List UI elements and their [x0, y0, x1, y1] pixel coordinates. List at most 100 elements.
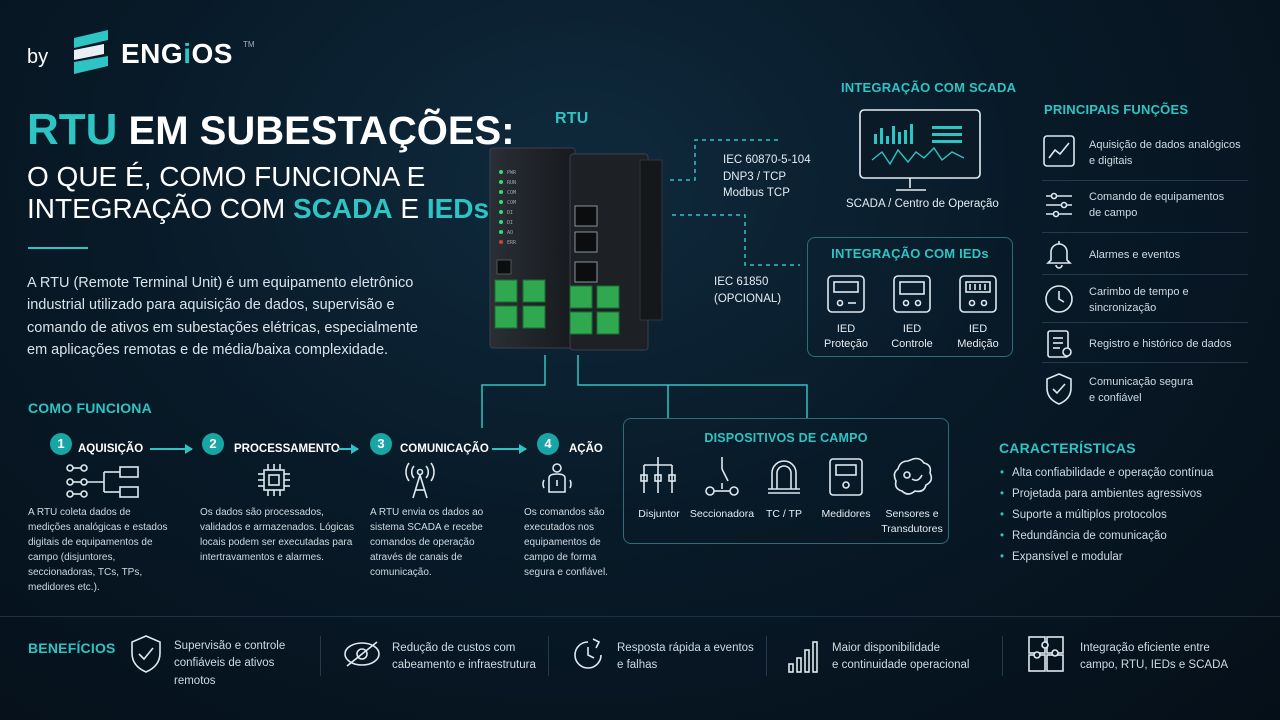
document-log-icon [1047, 330, 1072, 358]
benefits-header: BENEFÍCIOS [28, 640, 116, 656]
function-divider [1042, 180, 1248, 181]
step-4-desc: Os comandos são executados nos equipamen… [524, 507, 608, 578]
field-disconnector-label: Seccionadora [689, 508, 755, 520]
field-meter-label: Medidores [821, 508, 871, 520]
scada-protocols: IEC 60870-5-104 DNP3 / TCP Modbus TCP [723, 154, 811, 200]
benefit-divider [548, 636, 549, 676]
step-1-badge: 1 [50, 433, 72, 455]
svg-text:RUN: RUN [507, 180, 516, 186]
features-header: CARACTERÍSTICAS [999, 440, 1136, 456]
svg-text:COM: COM [507, 200, 516, 206]
puzzle-integration-icon [1028, 636, 1064, 672]
step-arrow-1 [150, 444, 193, 454]
by-label: by [27, 46, 49, 68]
meter-icon [829, 458, 863, 496]
field-breaker-label: Disjuntor [638, 508, 680, 520]
benefit-divider [766, 636, 767, 676]
step-arrow-3 [492, 444, 527, 454]
step-4-badge: 4 [537, 433, 559, 455]
brand-name: ENGiOS [121, 38, 233, 69]
actuator-icon [542, 463, 572, 493]
svg-text:PWR: PWR [507, 170, 517, 176]
availability-bars-icon [788, 641, 818, 673]
brand-tm: TM [243, 40, 255, 49]
function-divider [1042, 362, 1248, 363]
step-3-desc: A RTU envia os dados ao sistema SCADA e … [370, 507, 484, 578]
svg-text:ERR: ERR [507, 240, 517, 246]
benefits-top-divider [0, 616, 1280, 617]
function-item-5: Registro e histórico de dados [1089, 338, 1232, 350]
ied-control-icon [893, 275, 931, 313]
function-divider [1042, 322, 1248, 323]
function-divider [1042, 232, 1248, 233]
scada-monitor-icon [859, 109, 981, 191]
page-title-line2: O QUE É, COMO FUNCIONA E INTEGRAÇÃO COM … [27, 161, 490, 225]
svg-text:COM: COM [507, 190, 516, 196]
feature-item: Expansível e modular [1000, 551, 1123, 563]
engios-logo-icon [74, 30, 108, 74]
breaker-icon [640, 457, 676, 493]
intro-paragraph: A RTU (Remote Terminal Unit) é um equipa… [27, 275, 418, 359]
page-title-line1: RTU EM SUBESTAÇÕES: [27, 105, 515, 154]
cost-reduction-icon [344, 641, 380, 667]
rtu-device-image: PWR RUN COM COM DI DI AO ERR [489, 147, 663, 351]
functions-header: PRINCIPAIS FUNÇÕES [1044, 102, 1189, 117]
function-divider [1042, 274, 1248, 275]
step-2-desc: Os dados são processados, validados e ar… [200, 507, 354, 563]
benefit-divider [320, 636, 321, 676]
fast-response-clock-icon [574, 638, 602, 669]
step-2-badge: 2 [202, 433, 224, 455]
benefit-divider [1002, 636, 1003, 676]
how-header: COMO FUNCIONA [28, 400, 152, 416]
step-1-desc: A RTU coleta dados de medições analógica… [28, 507, 168, 593]
feature-item: Suporte a múltiplos protocolos [1000, 509, 1167, 521]
scada-header: INTEGRAÇÃO COM SCADA [841, 80, 1017, 95]
step-4-title: AÇÃO [569, 443, 603, 455]
field-devices-panel: DISPOSITIVOS DE CAMPO Disjuntor Secciona… [623, 418, 949, 544]
clock-icon [1045, 285, 1073, 313]
shield-check-icon [1046, 373, 1072, 405]
sensor-icon [893, 457, 933, 495]
ied-header: INTEGRAÇÃO COM IEDs [831, 246, 989, 261]
field-ctvt-label: TC / TP [766, 508, 802, 520]
ied-protocol: IEC 61850 (OPCIONAL) [714, 276, 782, 305]
analog-data-icon [1043, 135, 1075, 167]
step-1-title: AQUISIÇÃO [78, 443, 144, 455]
ct-vt-icon [768, 460, 800, 494]
step-arrow-2 [338, 444, 359, 454]
step-3-title: COMUNICAÇÃO [400, 443, 489, 455]
field-header: DISPOSITIVOS DE CAMPO [704, 431, 868, 445]
title-underline [28, 247, 88, 249]
scada-caption: SCADA / Centro de Operação [846, 198, 999, 210]
antenna-icon [405, 462, 435, 499]
ied-protection-icon [827, 275, 865, 313]
feature-item: Alta confiabilidade e operação contínua [1000, 467, 1213, 479]
shield-check-icon [131, 635, 161, 673]
feature-item: Redundância de comunicação [1000, 530, 1167, 542]
ied-measurement-icon [959, 275, 997, 313]
svg-text:DI: DI [507, 210, 513, 216]
step-2-title: PROCESSAMENTO [234, 443, 340, 455]
acquisition-icon [66, 464, 139, 498]
disconnector-icon [705, 457, 739, 496]
svg-text:DI: DI [507, 220, 513, 226]
svg-text:AO: AO [507, 230, 513, 236]
rtu-label: RTU [555, 110, 589, 127]
bell-icon [1046, 241, 1072, 269]
feature-item: Projetada para ambientes agressivos [1000, 488, 1202, 500]
function-item-3: Alarmes e eventos [1089, 249, 1181, 261]
